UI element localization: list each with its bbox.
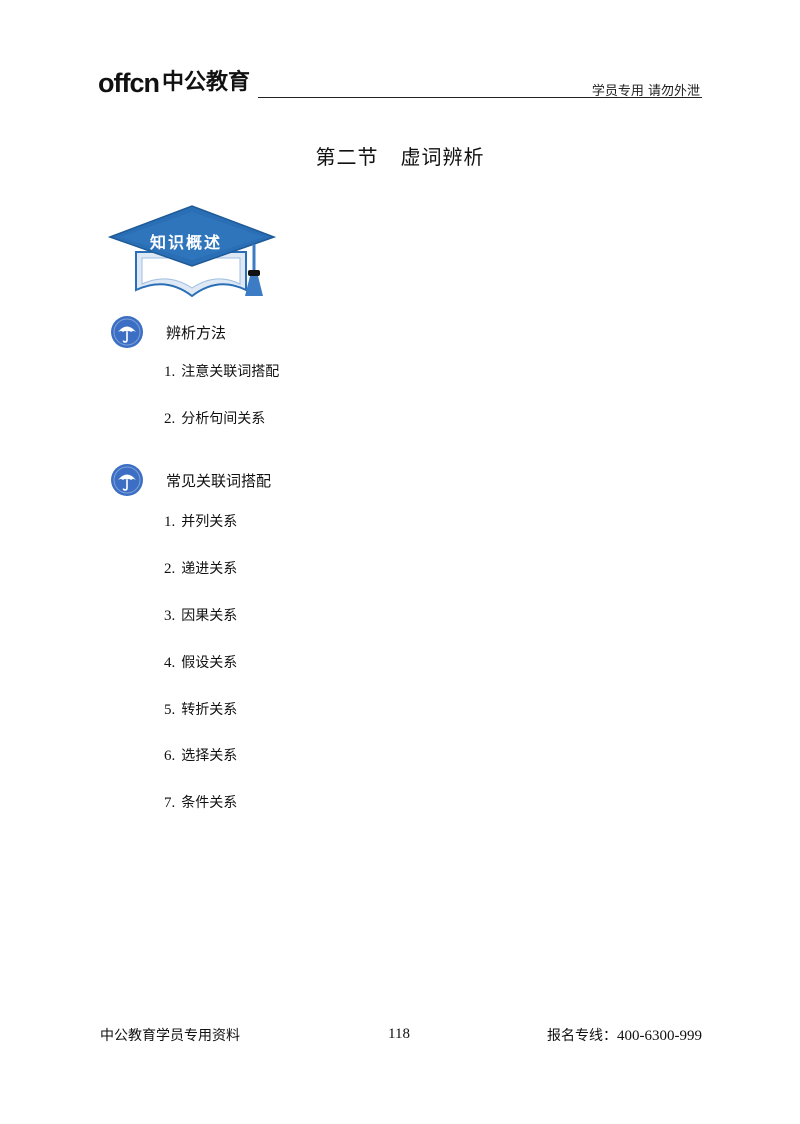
header-rule bbox=[258, 97, 702, 98]
page-footer: 中公教育学员专用资料 118 报名专线：400-6300-999 bbox=[100, 1025, 702, 1045]
section-title: 第二节虚词辨析 bbox=[0, 141, 800, 170]
page-number: 118 bbox=[388, 1026, 410, 1042]
badge-label: 知识概述 bbox=[150, 233, 223, 252]
umbrella-icon bbox=[111, 316, 143, 348]
offcn-logo: offcn 中公教育 bbox=[98, 62, 250, 98]
header-note: 学员专用 请勿外泄 bbox=[591, 84, 700, 99]
topic-label-1: 辨析方法 bbox=[166, 323, 227, 342]
list-item: 1.并列关系 bbox=[164, 514, 238, 530]
list-item: 6.选择关系 bbox=[164, 748, 238, 764]
graduation-cap-icon bbox=[108, 205, 276, 298]
list-item: 2.分析句间关系 bbox=[164, 411, 266, 427]
page-header: offcn 中公教育 学员专用 请勿外泄 bbox=[98, 60, 702, 100]
topic-label-2: 常见关联词搭配 bbox=[166, 471, 272, 490]
list-item: 3.因果关系 bbox=[164, 608, 238, 624]
section-heading: 虚词辨析 bbox=[400, 145, 485, 169]
list-item: 7.条件关系 bbox=[164, 795, 238, 811]
list-item: 2.递进关系 bbox=[164, 561, 238, 577]
logo-text-en: offcn bbox=[98, 68, 160, 98]
section-number: 第二节 bbox=[315, 145, 379, 169]
hotline-number: 400-6300-999 bbox=[617, 1028, 702, 1044]
footer-label: 中公教育学员专用资料 bbox=[100, 1028, 240, 1044]
list-item: 1.注意关联词搭配 bbox=[164, 364, 280, 380]
list-item: 5.转折关系 bbox=[164, 702, 238, 718]
hotline-label: 报名专线： bbox=[547, 1028, 617, 1044]
footer-hotline: 报名专线：400-6300-999 bbox=[547, 1025, 702, 1045]
list-item: 4.假设关系 bbox=[164, 655, 238, 671]
topic-heading-2: 常见关联词搭配 bbox=[110, 463, 271, 497]
topic-heading-1: 辨析方法 bbox=[110, 315, 226, 349]
umbrella-icon bbox=[111, 464, 143, 496]
logo-text-cn: 中公教育 bbox=[161, 70, 250, 95]
